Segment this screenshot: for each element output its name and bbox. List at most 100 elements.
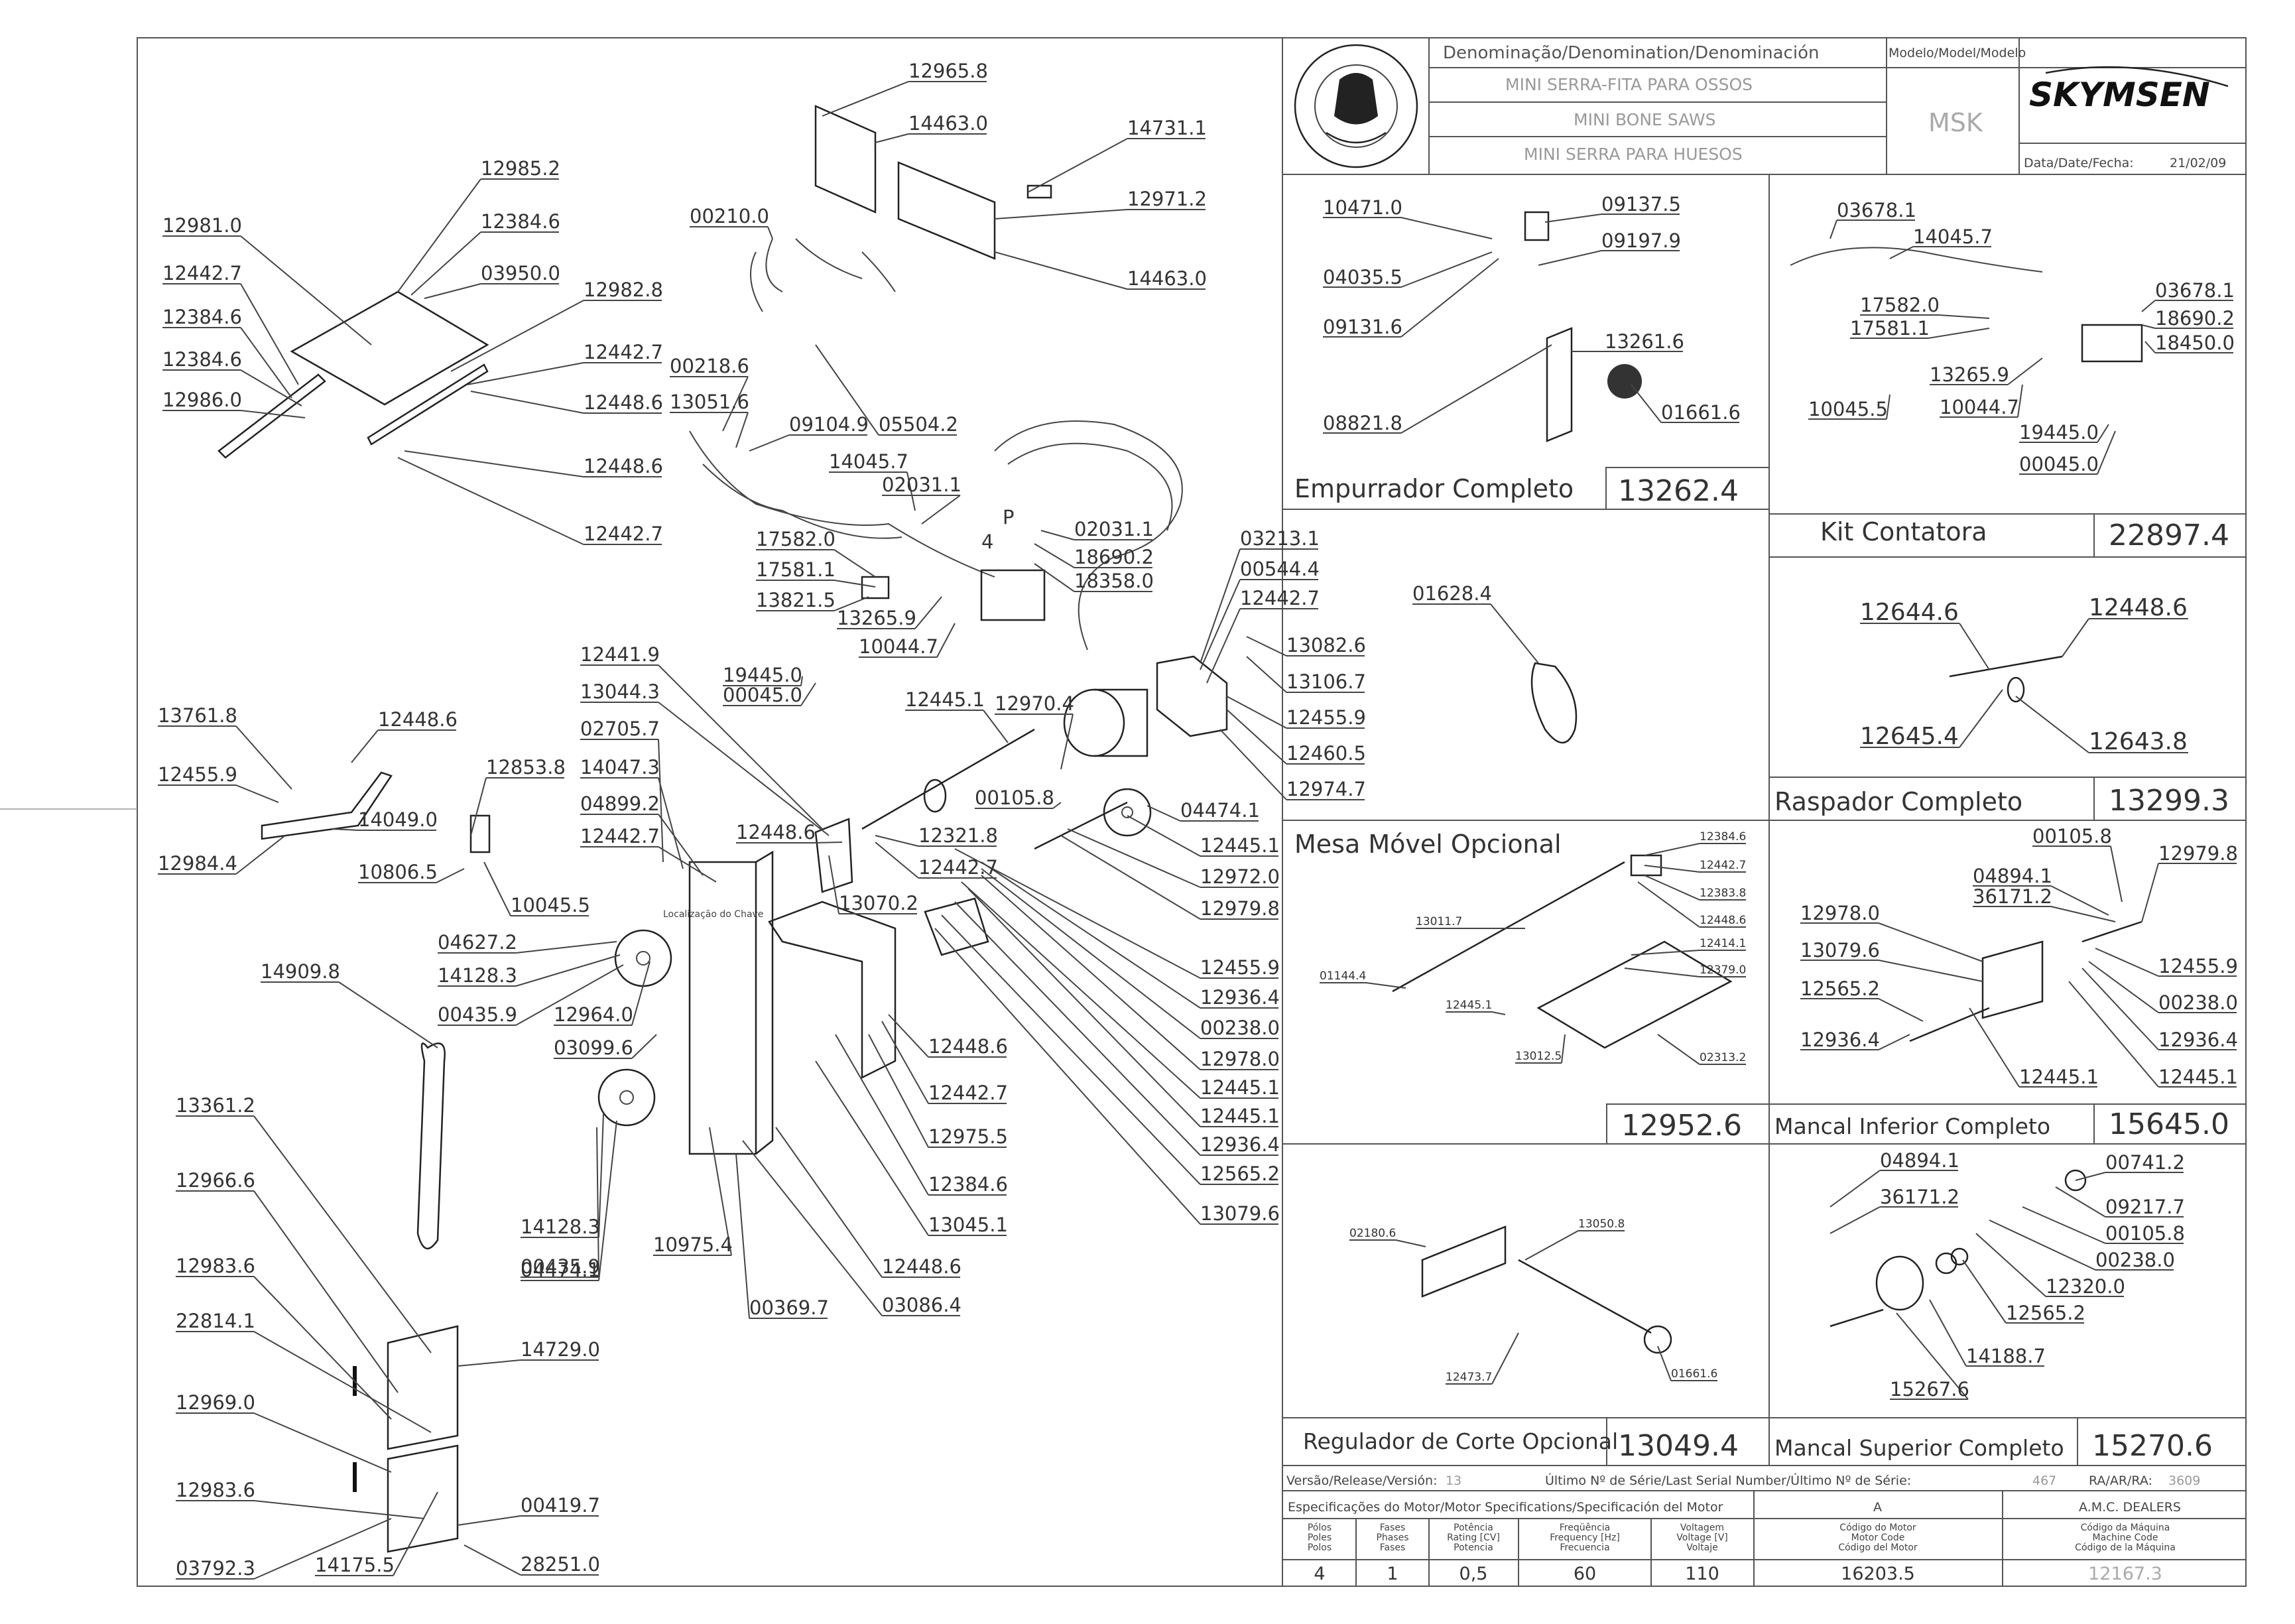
- leader-line: [834, 549, 876, 578]
- leader-line: [934, 928, 1201, 1225]
- motor-header-5-2: Código del Motor: [1838, 1542, 1918, 1553]
- motor-value-6: 12167.3: [2088, 1564, 2162, 1584]
- leader-line: [1969, 1007, 2020, 1088]
- leader-line: [742, 1140, 883, 1316]
- leader-line: [1886, 394, 1891, 420]
- part-label-95: 13361.2: [176, 1094, 255, 1117]
- push-label-5: 13261.6: [1605, 330, 1684, 353]
- leader-line: [351, 729, 379, 763]
- motor-value-1: 1: [1387, 1564, 1398, 1584]
- part-label-67: 12565.2: [1200, 1162, 1280, 1185]
- scraper-title: Raspador Completo: [1774, 787, 2022, 816]
- leader-line: [735, 1153, 750, 1319]
- part-label-35: 03213.1: [1240, 527, 1320, 550]
- part-label-13: 12986.0: [162, 389, 242, 411]
- part-label-1: 14463.0: [908, 112, 988, 135]
- contactor-label-3: 17582.0: [1860, 294, 1940, 316]
- leader-line: [1052, 802, 1062, 809]
- lower_bearing-label-8: 00238.0: [2158, 991, 2238, 1014]
- leader-line: [2097, 424, 2109, 443]
- leader-line: [253, 1412, 392, 1473]
- table_opt-label-8: 12445.1: [1446, 999, 1492, 1012]
- leader-line: [1067, 828, 1201, 888]
- contactor-label-0: 03678.1: [1837, 199, 1916, 221]
- motor-spec-table: Especificações do Motor/Motor Specificat…: [1282, 1490, 2247, 1587]
- leader-line: [709, 1127, 732, 1256]
- contactor-label-9: 10044.7: [1940, 396, 2019, 418]
- part-label-36: 00544.4: [1240, 558, 1320, 580]
- leader-line: [515, 954, 621, 987]
- part-label-42: 12974.7: [1286, 778, 1366, 800]
- motor-value-0: 4: [1314, 1564, 1325, 1584]
- contactor-label-2: 03678.1: [2155, 279, 2235, 302]
- leader-line: [2075, 1172, 2106, 1181]
- part-label-84: 12975.5: [928, 1125, 1008, 1148]
- leader-line: [954, 901, 1201, 1156]
- part-label-103: 03792.3: [176, 1557, 255, 1580]
- main-assembly-drawing: [217, 105, 2143, 1553]
- part-label-51: 12970.4: [995, 692, 1074, 715]
- push-code: 13262.4: [1618, 474, 1739, 508]
- leader-line: [1246, 656, 1287, 693]
- push-label-4: 09131.6: [1323, 316, 1402, 338]
- lower-bearing-title: Mancal Inferior Completo: [1774, 1113, 2050, 1139]
- part-label-40: 12455.9: [1286, 706, 1366, 729]
- upper_bearing-label-0: 04894.1: [1880, 1149, 1959, 1172]
- authorized-service-seal-icon: [1294, 44, 1418, 168]
- motor-header-3-0: Freqüência: [1560, 1523, 1611, 1533]
- part-label-32: 10044.7: [859, 635, 938, 658]
- leader-line: [1561, 1034, 1566, 1064]
- part-label-60: 12455.9: [1200, 956, 1280, 979]
- panel-grid: [1282, 174, 2247, 1466]
- leader-line: [658, 814, 704, 876]
- leader-line: [1989, 1219, 2096, 1271]
- part-label-54: 12445.1: [1200, 834, 1280, 857]
- part-label-21: 09104.9: [789, 413, 869, 436]
- cut_reg-label-2: 12473.7: [1446, 1371, 1492, 1384]
- svg-text:A.M.C. DEALERS: A.M.C. DEALERS: [2079, 1500, 2181, 1515]
- leader-line: [961, 881, 1201, 1099]
- leader-line: [1219, 729, 1287, 800]
- leader-line: [767, 226, 773, 239]
- leader-line: [1631, 384, 1662, 423]
- motor-value-5: 16203.5: [1841, 1564, 1915, 1584]
- leader-line: [658, 777, 684, 869]
- leader-line: [253, 1500, 425, 1519]
- leader-line: [1226, 696, 1287, 729]
- contactor-label-11: 00045.0: [2019, 453, 2099, 475]
- upper_bearing-label-9: 15267.6: [1890, 1378, 1969, 1401]
- cut_reg-label-0: 02180.6: [1349, 1227, 1396, 1240]
- table_opt-label-9: 13012.5: [1515, 1050, 1562, 1063]
- part-label-26: 18690.2: [1074, 546, 1154, 568]
- leader-line: [2081, 968, 2159, 1050]
- part-label-20: 13051.6: [670, 391, 749, 413]
- leader-line: [828, 855, 839, 914]
- leader-line: [598, 1113, 604, 1238]
- leader-line: [2050, 906, 2116, 922]
- part-label-57: 12321.8: [918, 824, 998, 847]
- table_opt-label-4: 12448.6: [1700, 914, 1746, 927]
- leader-line: [1878, 960, 1983, 982]
- leader-line: [881, 1021, 929, 1104]
- part-label-19: 00218.6: [670, 355, 749, 377]
- leader-line: [1400, 344, 1552, 434]
- table_opt-label-2: 12383.8: [1700, 887, 1746, 900]
- leader-line: [815, 1060, 929, 1236]
- motor-header-6-2: Código de la Máquina: [2075, 1542, 2176, 1553]
- part-label-11: 12384.6: [162, 306, 242, 328]
- scraper-label-3: 12643.8: [2089, 728, 2188, 755]
- part-label-46: 14047.3: [580, 756, 660, 779]
- leader-line: [1644, 843, 1700, 856]
- leader-line: [457, 1359, 521, 1367]
- part-label-0: 12965.8: [908, 60, 988, 82]
- part-label-58: 12442.7: [918, 856, 998, 879]
- leader-line: [1544, 214, 1602, 223]
- contactor-label-6: 18450.0: [2155, 332, 2235, 354]
- table_opt-label-1: 12442.7: [1700, 859, 1746, 872]
- leader-line: [1975, 1233, 2046, 1297]
- cut-reg-title: Regulador de Corte Opcional: [1303, 1428, 1618, 1454]
- leader-line: [1127, 815, 1201, 857]
- part-label-90: 10975.4: [653, 1233, 733, 1256]
- leader-line: [658, 702, 830, 836]
